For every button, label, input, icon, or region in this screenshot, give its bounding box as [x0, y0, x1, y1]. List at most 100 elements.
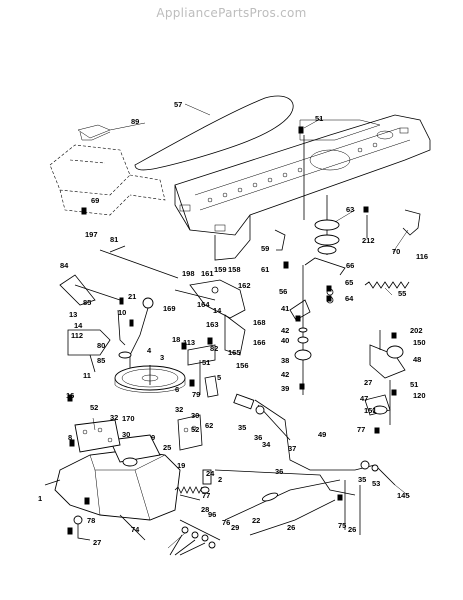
- callout-labels: 89 57 51 69 197 81 63 212 70 116 59 61 6…: [38, 100, 428, 547]
- callout-label: 8: [68, 433, 72, 442]
- callout-label: 29: [231, 523, 239, 532]
- callout-label: 18: [172, 335, 180, 344]
- callout-label: 9: [151, 433, 155, 442]
- callout-label: 28: [201, 505, 209, 514]
- callout-label: 79: [192, 390, 200, 399]
- callout-label: 168: [253, 318, 266, 327]
- callout-label: 161: [201, 269, 214, 278]
- callout-label: 212: [362, 236, 375, 245]
- callout-label: 59: [261, 244, 269, 253]
- callout-label: 166: [253, 338, 266, 347]
- lever-assembly: [67, 297, 154, 373]
- callout-label: 70: [392, 247, 400, 256]
- callout-label: 74: [131, 525, 140, 534]
- callout-label: 80: [97, 341, 105, 350]
- leader-lines: [92, 103, 411, 549]
- callout-label: 197: [85, 230, 98, 239]
- linkage-spring: [174, 469, 212, 494]
- callout-label: 169: [163, 304, 176, 313]
- transmission-pulley: [114, 351, 186, 393]
- callout-label: 22: [252, 516, 260, 525]
- callout-label: 13: [69, 310, 77, 319]
- callout-label: 42: [281, 326, 289, 335]
- callout-label: 64: [345, 294, 354, 303]
- callout-label: 75: [338, 521, 346, 530]
- callout-label: 78: [87, 516, 95, 525]
- callout-label: 51: [315, 114, 323, 123]
- pulley-assembly-upper: [274, 135, 421, 276]
- callout-label: 158: [228, 265, 241, 274]
- center-bracket: [174, 279, 246, 356]
- drive-belt: [134, 95, 294, 171]
- callout-label: 82: [210, 344, 218, 353]
- callout-label: 51: [410, 380, 418, 389]
- callout-label: 84: [60, 261, 69, 270]
- callout-label: 42: [281, 370, 289, 379]
- idler-shaft: [289, 265, 334, 395]
- callout-label: 56: [279, 287, 287, 296]
- callout-label: 16: [66, 391, 74, 400]
- front-frame-outline: [49, 124, 166, 216]
- callout-label: 164: [197, 300, 210, 309]
- callout-label: 10: [118, 308, 126, 317]
- callout-label: 150: [413, 338, 426, 347]
- callout-label: 145: [397, 491, 410, 500]
- callout-label: 69: [91, 196, 99, 205]
- callout-label: 26: [348, 525, 356, 534]
- callout-label: 32: [175, 405, 183, 414]
- callout-label: 62: [205, 421, 213, 430]
- callout-label: 162: [238, 281, 251, 290]
- callout-label: 77: [202, 491, 210, 500]
- callout-label: 24: [206, 469, 215, 478]
- callout-label: 2: [218, 475, 222, 484]
- callout-label: 63: [346, 205, 354, 214]
- callout-label: 6: [175, 385, 179, 394]
- callout-label: 77: [357, 425, 365, 434]
- callout-label: 47: [360, 394, 368, 403]
- callout-label: 30: [122, 430, 130, 439]
- right-bracket-assembly: [364, 330, 406, 425]
- callout-label: 198: [182, 269, 195, 278]
- callout-label: 4: [147, 346, 152, 355]
- callout-label: 48: [413, 355, 421, 364]
- callout-label: 53: [372, 479, 380, 488]
- callout-label: 14: [74, 321, 83, 330]
- chassis-frame: [174, 114, 431, 261]
- callout-label: 11: [83, 371, 91, 380]
- callout-label: 36: [275, 467, 283, 476]
- callout-label: 21: [128, 292, 136, 301]
- tension-spring: [364, 281, 410, 289]
- callout-label: 40: [281, 336, 289, 345]
- callout-label: 96: [208, 510, 216, 519]
- callout-label: 85: [83, 298, 91, 307]
- callout-label: 41: [281, 304, 289, 313]
- callout-label: 202: [410, 326, 423, 335]
- callout-label: 32: [110, 413, 118, 422]
- callout-label: 27: [93, 538, 101, 547]
- callout-label: 35: [358, 475, 366, 484]
- callout-label: 30: [191, 411, 199, 420]
- callout-label: 38: [281, 356, 289, 365]
- callout-label: 14: [213, 306, 222, 315]
- callout-label: 5: [217, 373, 221, 382]
- callout-label: 57: [174, 100, 182, 109]
- callout-label: 36: [254, 433, 262, 442]
- callout-label: 51: [202, 358, 210, 367]
- callout-label: 163: [206, 320, 219, 329]
- callout-label: 1: [38, 494, 42, 503]
- callout-label: 49: [318, 430, 326, 439]
- callout-label: 52: [90, 403, 98, 412]
- callout-label: 37: [288, 444, 296, 453]
- callout-label: 39: [281, 384, 289, 393]
- callout-label: 55: [398, 289, 406, 298]
- callout-label: 25: [163, 443, 171, 452]
- rod-assembly: [214, 393, 396, 536]
- callout-label: 19: [177, 461, 185, 470]
- shift-rod: [59, 245, 179, 306]
- watermark: AppliancePartsPros.com: [156, 6, 307, 20]
- bottom-fasteners: [169, 519, 221, 556]
- callout-label: 26: [287, 523, 295, 532]
- mounting-brackets: [177, 344, 219, 451]
- callout-label: 165: [228, 348, 241, 357]
